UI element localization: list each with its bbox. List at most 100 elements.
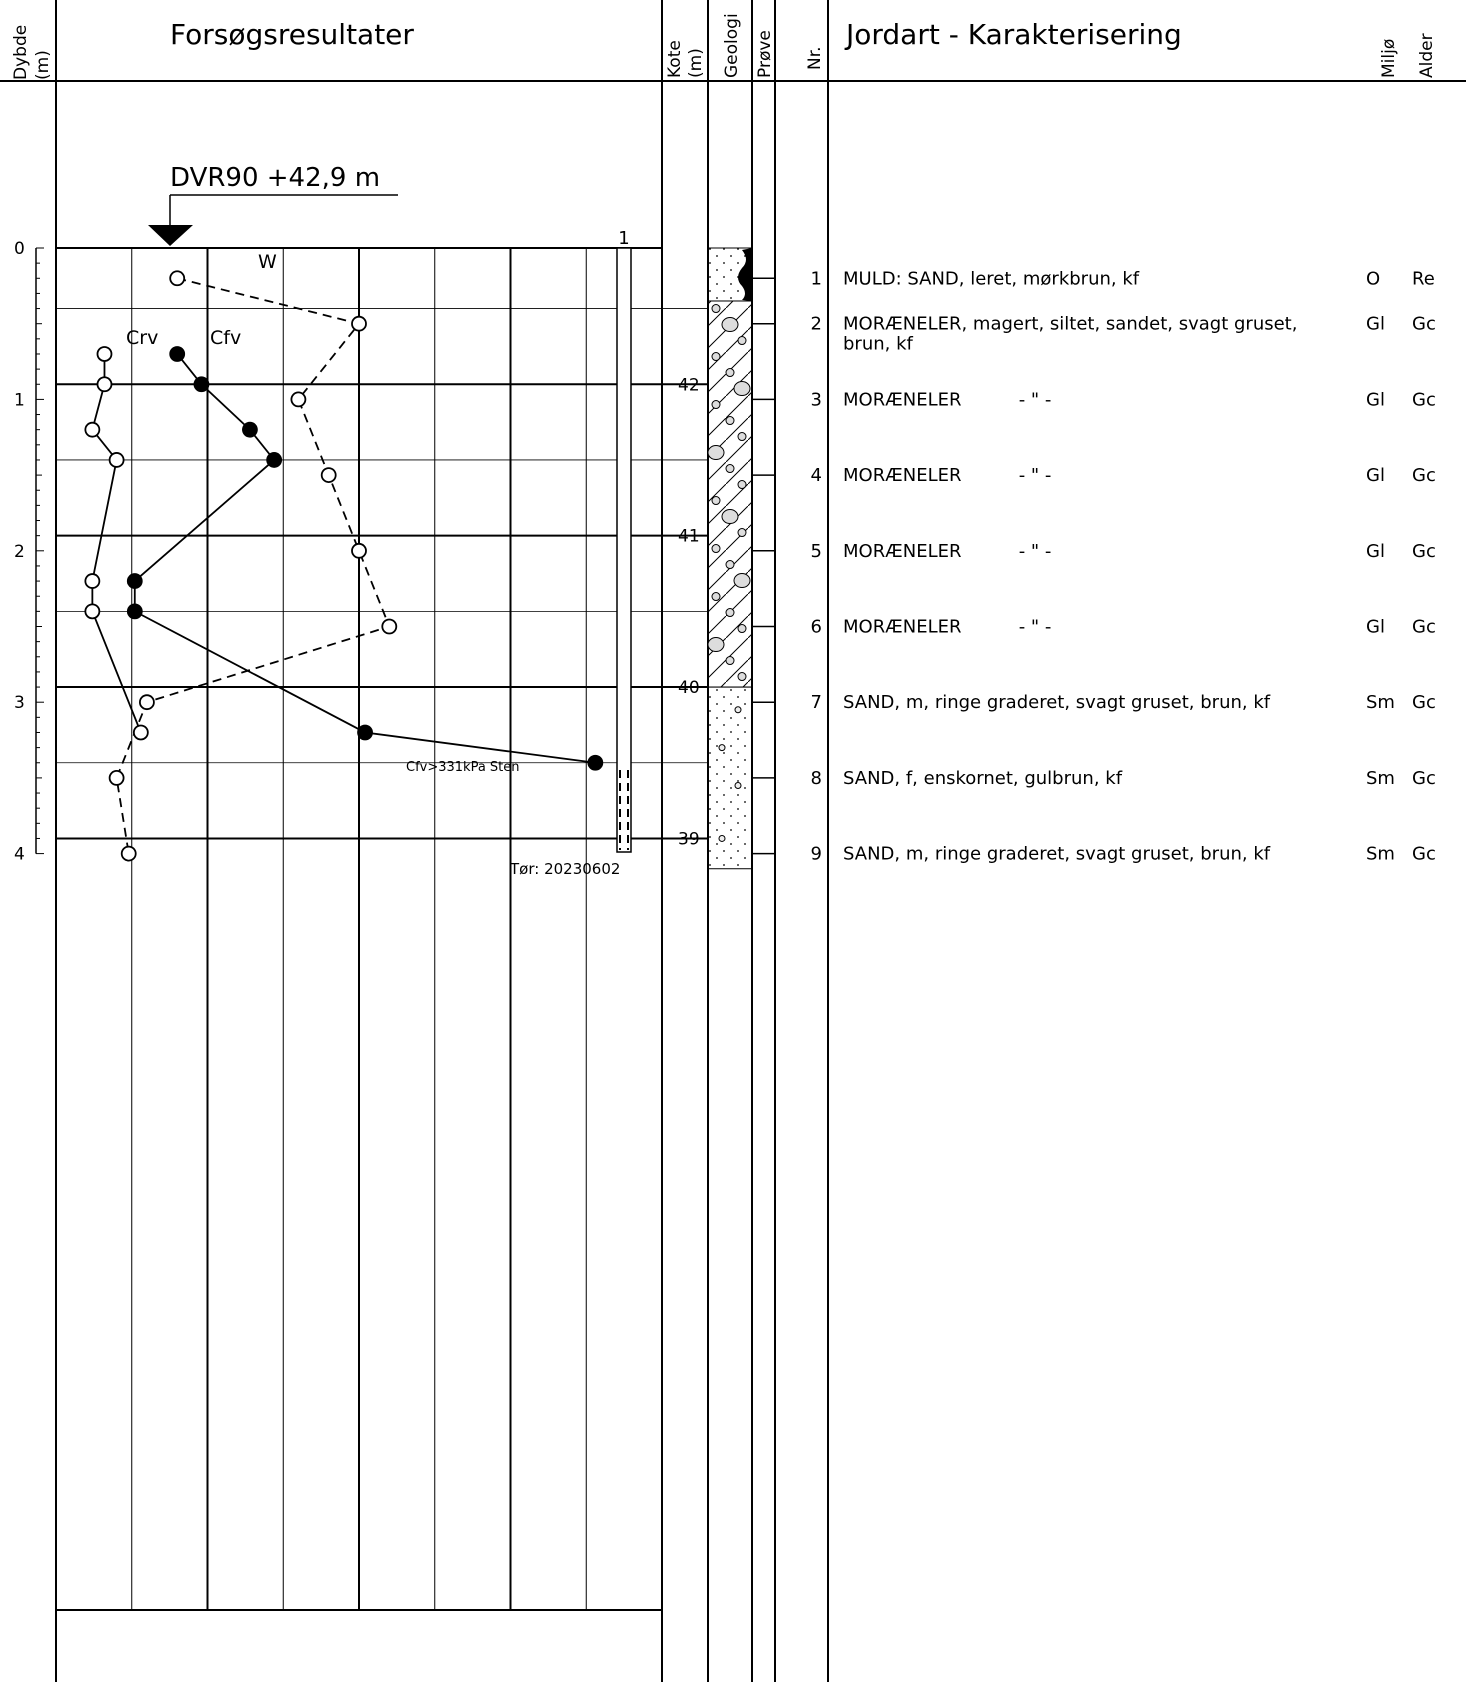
- depth-col-label-1: Dybde: [11, 25, 31, 80]
- nr-col-label: Nr.: [805, 46, 825, 70]
- datum-label: DVR90 +42,9 m: [170, 163, 380, 193]
- layer-alder: Re: [1412, 268, 1435, 289]
- geology-column: [707, 247, 775, 870]
- stone-icon: [725, 560, 735, 570]
- geology-sand: [707, 686, 753, 870]
- layer-miljo: Gl: [1366, 389, 1385, 410]
- series-line-crv: [91, 353, 142, 733]
- layer-alder: Gc: [1412, 844, 1436, 865]
- layer-alder: Gc: [1412, 465, 1436, 486]
- series-point-crv: [84, 603, 101, 620]
- stone-icon: [707, 445, 725, 461]
- layer-nr: 4: [811, 465, 822, 486]
- series-label-cfv: Cfv: [210, 327, 241, 349]
- stone-icon: [737, 528, 747, 538]
- stone-icon: [711, 544, 721, 554]
- series-point-cfv: [126, 573, 143, 589]
- layer-miljo: Sm: [1366, 844, 1395, 865]
- layer-alder: Gc: [1412, 389, 1436, 410]
- layer-description: SAND, m, ringe graderet, svagt gruset, b…: [843, 844, 1271, 865]
- layer-nr: 3: [811, 389, 822, 410]
- layer-miljo: Gl: [1366, 314, 1385, 335]
- layer-miljo: O: [1366, 268, 1380, 289]
- layer-miljo: Gl: [1366, 465, 1385, 486]
- depth-tick-label: 4: [14, 845, 25, 865]
- layer-nr: 9: [811, 844, 822, 865]
- plot-grid: [56, 247, 708, 1610]
- layer-alder: Gc: [1412, 768, 1436, 789]
- series-point-cfv: [357, 724, 373, 741]
- description-title: Jordart - Karakterisering: [844, 18, 1182, 51]
- stone-icon: [711, 496, 721, 506]
- gravel-icon: [734, 781, 742, 789]
- stone-icon: [737, 672, 747, 682]
- depth-tick-label: 0: [14, 239, 25, 259]
- layer-alder: Gc: [1412, 314, 1436, 335]
- layer-miljo: Sm: [1366, 692, 1395, 713]
- series-point-w: [381, 618, 398, 635]
- series-line-cfv: [133, 353, 596, 764]
- layer-description: MORÆNELER - " -: [843, 389, 1051, 410]
- gravel-icon: [734, 706, 742, 714]
- layer-nr: 8: [811, 768, 822, 789]
- stone-icon: [737, 432, 747, 442]
- stone-icon: [711, 592, 721, 602]
- stone-icon: [711, 400, 721, 410]
- stone-icon: [721, 509, 739, 525]
- depth-tick-label: 1: [14, 390, 25, 410]
- series-point-w: [351, 315, 367, 332]
- series-point-w: [351, 542, 367, 559]
- layer-alder: Gc: [1412, 692, 1436, 713]
- gravel-icon: [718, 744, 726, 752]
- muld-wave-icon: [738, 248, 752, 301]
- series-line-w: [115, 277, 391, 854]
- kote-tick-label: 42: [678, 375, 700, 395]
- stone-icon: [711, 304, 721, 314]
- series-point-w: [290, 391, 307, 408]
- layer-description: MULD: SAND, leret, mørkbrun, kf: [843, 268, 1140, 289]
- stone-icon: [725, 656, 735, 666]
- depth-tick-label: 2: [14, 542, 25, 562]
- layer-nr: 2: [811, 314, 822, 335]
- kote-tick-label: 41: [678, 527, 700, 547]
- stone-icon: [737, 480, 747, 490]
- stone-icon: [737, 624, 747, 634]
- layer-nr: 7: [811, 692, 822, 713]
- results-title: Forsøgsresultater: [170, 18, 414, 51]
- layer-alder: Gc: [1412, 541, 1436, 562]
- series-point-cfv: [193, 376, 210, 393]
- layer-miljo: Gl: [1366, 541, 1385, 562]
- series-point-cfv: [126, 603, 143, 620]
- series-point-cfv: [169, 346, 186, 362]
- layer-description: MORÆNELER - " -: [843, 465, 1051, 486]
- series-point-w: [320, 467, 337, 484]
- series-point-crv: [108, 452, 125, 468]
- kote-tick-label: 40: [678, 678, 700, 698]
- series-point-crv: [132, 724, 149, 741]
- series-point-crv: [84, 421, 101, 438]
- series-label-crv: Crv: [126, 327, 158, 349]
- geologi-col-label: Geologi: [722, 13, 742, 78]
- geology-moraene: [707, 300, 753, 688]
- stone-icon: [725, 416, 735, 426]
- stone-icon: [725, 608, 735, 618]
- stone-icon: [707, 637, 725, 653]
- layer-description: SAND, m, ringe graderet, svagt gruset, b…: [843, 692, 1271, 713]
- layer-description: MORÆNELER, magert, siltet, sandet, svagt…: [843, 314, 1297, 335]
- miljo-col-label: Miljø: [1379, 39, 1399, 78]
- layer-description: MORÆNELER - " -: [843, 617, 1051, 638]
- layer-miljo: Sm: [1366, 768, 1395, 789]
- depth-col-label-2: (m): [33, 50, 53, 80]
- filter-label: 1: [618, 228, 629, 249]
- series-point-w: [108, 770, 125, 786]
- series-point-cfv: [266, 452, 283, 468]
- series-point-w: [138, 694, 155, 711]
- filter-pipe: 1: [616, 228, 632, 853]
- series-point-crv: [84, 573, 101, 589]
- layer-description: brun, kf: [843, 334, 914, 355]
- kote-col-label-1: Kote: [665, 40, 685, 78]
- layer-nr: 1: [811, 268, 822, 289]
